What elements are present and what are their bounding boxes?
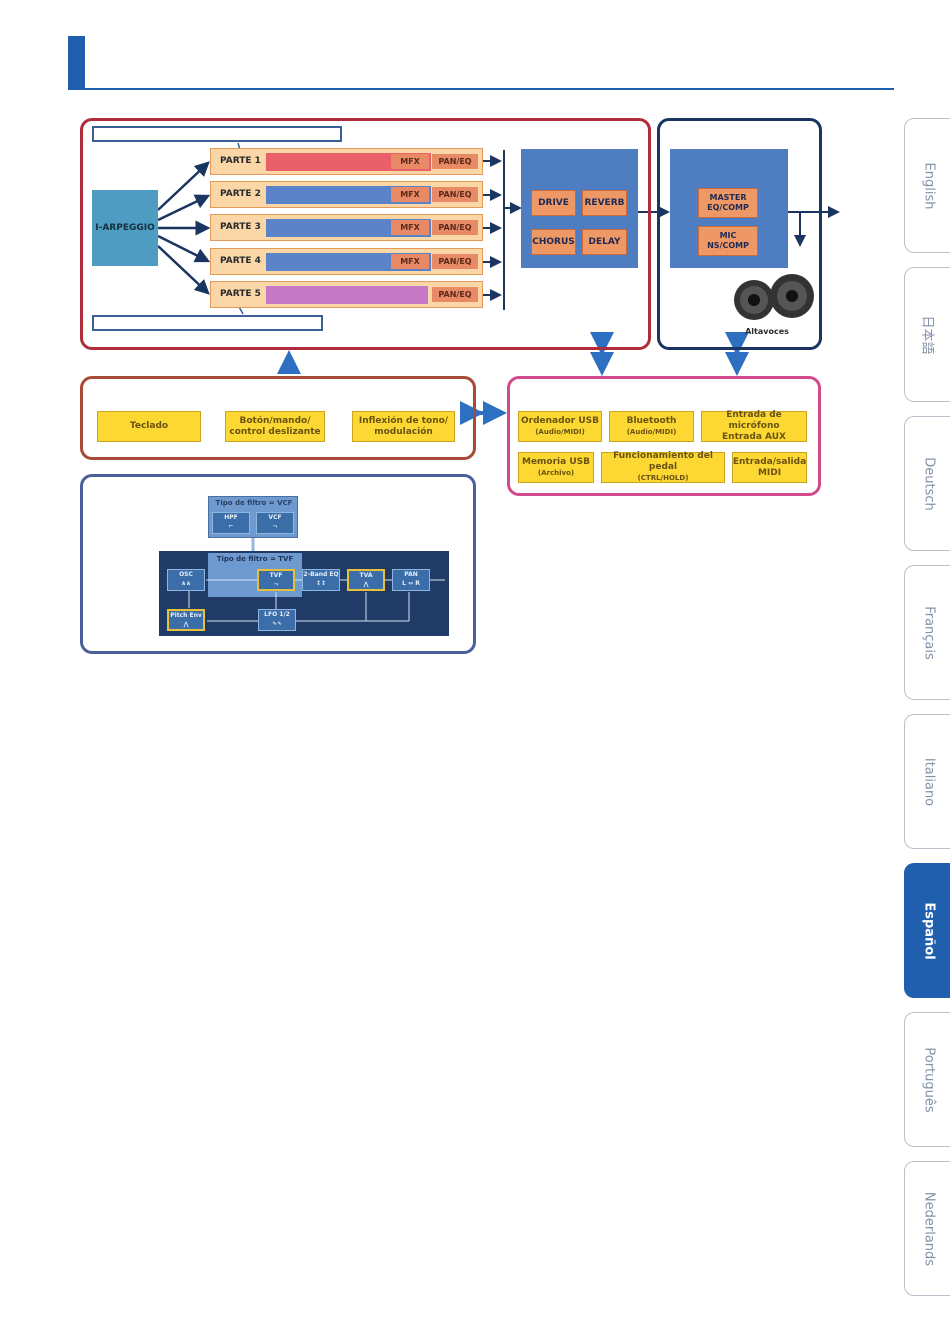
vcf-title: Tipo de filtro = VCF <box>215 499 293 507</box>
tab-english[interactable]: English <box>904 118 950 253</box>
paneq-block: PAN/EQ <box>432 220 478 235</box>
paneq-block: PAN/EQ <box>432 287 478 302</box>
tvf-title: Tipo de filtro = TVF <box>216 555 294 563</box>
tab-label: Deutsch <box>921 456 936 511</box>
part-bar <box>266 186 431 204</box>
part-row-1: PARTE 1 MFX PAN/EQ <box>210 148 483 175</box>
pitch-mod-block: Inflexión de tono/ modulación <box>352 411 455 442</box>
tab-label: Português <box>921 1046 936 1113</box>
osc-node: OSC∧∧ <box>167 569 205 591</box>
tab-francais[interactable]: Français <box>904 565 950 700</box>
tab-label: Español <box>921 901 936 960</box>
header-rule <box>68 88 894 90</box>
tab-italiano[interactable]: Italiano <box>904 714 950 849</box>
tab-label: Français <box>921 605 936 660</box>
tab-espanol[interactable]: Español <box>904 863 950 998</box>
chorus-block: CHORUS <box>531 229 576 255</box>
diagram-connectors <box>157 142 840 553</box>
master-section <box>657 118 822 350</box>
master-eq-comp-block: MASTER EQ/COMP <box>698 188 758 218</box>
label-placeholder-bottom <box>92 315 323 331</box>
paneq-block: PAN/EQ <box>432 154 478 169</box>
lfo-node: LFO 1/2∿∿ <box>258 609 296 631</box>
controllers-section <box>80 376 476 460</box>
tab-portugues[interactable]: Português <box>904 1012 950 1147</box>
reverb-block: REVERB <box>582 190 627 216</box>
part-bar <box>266 219 431 237</box>
part-bar <box>266 153 431 171</box>
tab-label: Nederlands <box>921 1191 936 1266</box>
section-marker <box>68 36 85 88</box>
tvf-panel <box>159 551 449 636</box>
tva-node: TVA⋀ <box>347 569 385 591</box>
mfx-block: MFX <box>391 154 429 169</box>
parts-section <box>80 118 651 350</box>
part-bar <box>266 286 428 304</box>
part-name: PARTE 1 <box>220 156 261 166</box>
bluetooth-block: Bluetooth(Audio/MIDI) <box>609 411 694 442</box>
speaker-icon <box>734 274 814 320</box>
tab-deutsch[interactable]: Deutsch <box>904 416 950 551</box>
part-name: PARTE 2 <box>220 189 261 199</box>
part-name: PARTE 4 <box>220 256 261 266</box>
paneq-block: PAN/EQ <box>432 254 478 269</box>
speaker-label: Altavoces <box>745 327 789 336</box>
mic-ns-comp-block: MIC NS/COMP <box>698 226 758 256</box>
pitch-env-node: Pitch Env⋀ <box>167 609 205 631</box>
part-row-2: PARTE 2 MFX PAN/EQ <box>210 181 483 208</box>
tab-nederlands[interactable]: Nederlands <box>904 1161 950 1296</box>
io-section <box>507 376 821 496</box>
tvf-node: TVF¬ <box>257 569 295 591</box>
paneq-block: PAN/EQ <box>432 187 478 202</box>
eq-node: 2-Band EQ↕↕ <box>302 569 340 591</box>
usb-computer-block: Ordenador USB(Audio/MIDI) <box>518 411 602 442</box>
synth-structure-section <box>80 474 476 654</box>
tab-label: English <box>921 162 936 209</box>
part-row-5: PARTE 5 PAN/EQ <box>210 281 483 308</box>
part-row-3: PARTE 3 MFX PAN/EQ <box>210 214 483 241</box>
part-row-4: PARTE 4 MFX PAN/EQ <box>210 248 483 275</box>
keyboard-block: Teclado <box>97 411 201 442</box>
part-name: PARTE 5 <box>220 289 261 299</box>
hpf-node: HPF⌐ <box>212 512 250 534</box>
mfx-block: MFX <box>391 220 429 235</box>
mfx-block: MFX <box>391 187 429 202</box>
tab-japanese[interactable]: 日本語 <box>904 267 950 402</box>
mfx-block: MFX <box>391 254 429 269</box>
arpeggio-block: I-ARPEGGIO <box>92 190 158 266</box>
label-placeholder-top <box>92 126 342 142</box>
tab-label: 日本語 <box>919 314 934 355</box>
knob-slider-block: Botón/mando/ control deslizante <box>225 411 325 442</box>
pedal-block: Funcionamiento del pedal(CTRL/HOLD) <box>601 451 725 483</box>
delay-block: DELAY <box>582 229 627 255</box>
part-name: PARTE 3 <box>220 222 261 232</box>
usb-memory-block: Memoria USB(Archivo) <box>518 452 594 483</box>
part-bar <box>266 253 431 271</box>
tab-label: Italiano <box>921 757 936 806</box>
vcf-node: VCF¬ <box>256 512 294 534</box>
drive-block: DRIVE <box>531 190 576 216</box>
